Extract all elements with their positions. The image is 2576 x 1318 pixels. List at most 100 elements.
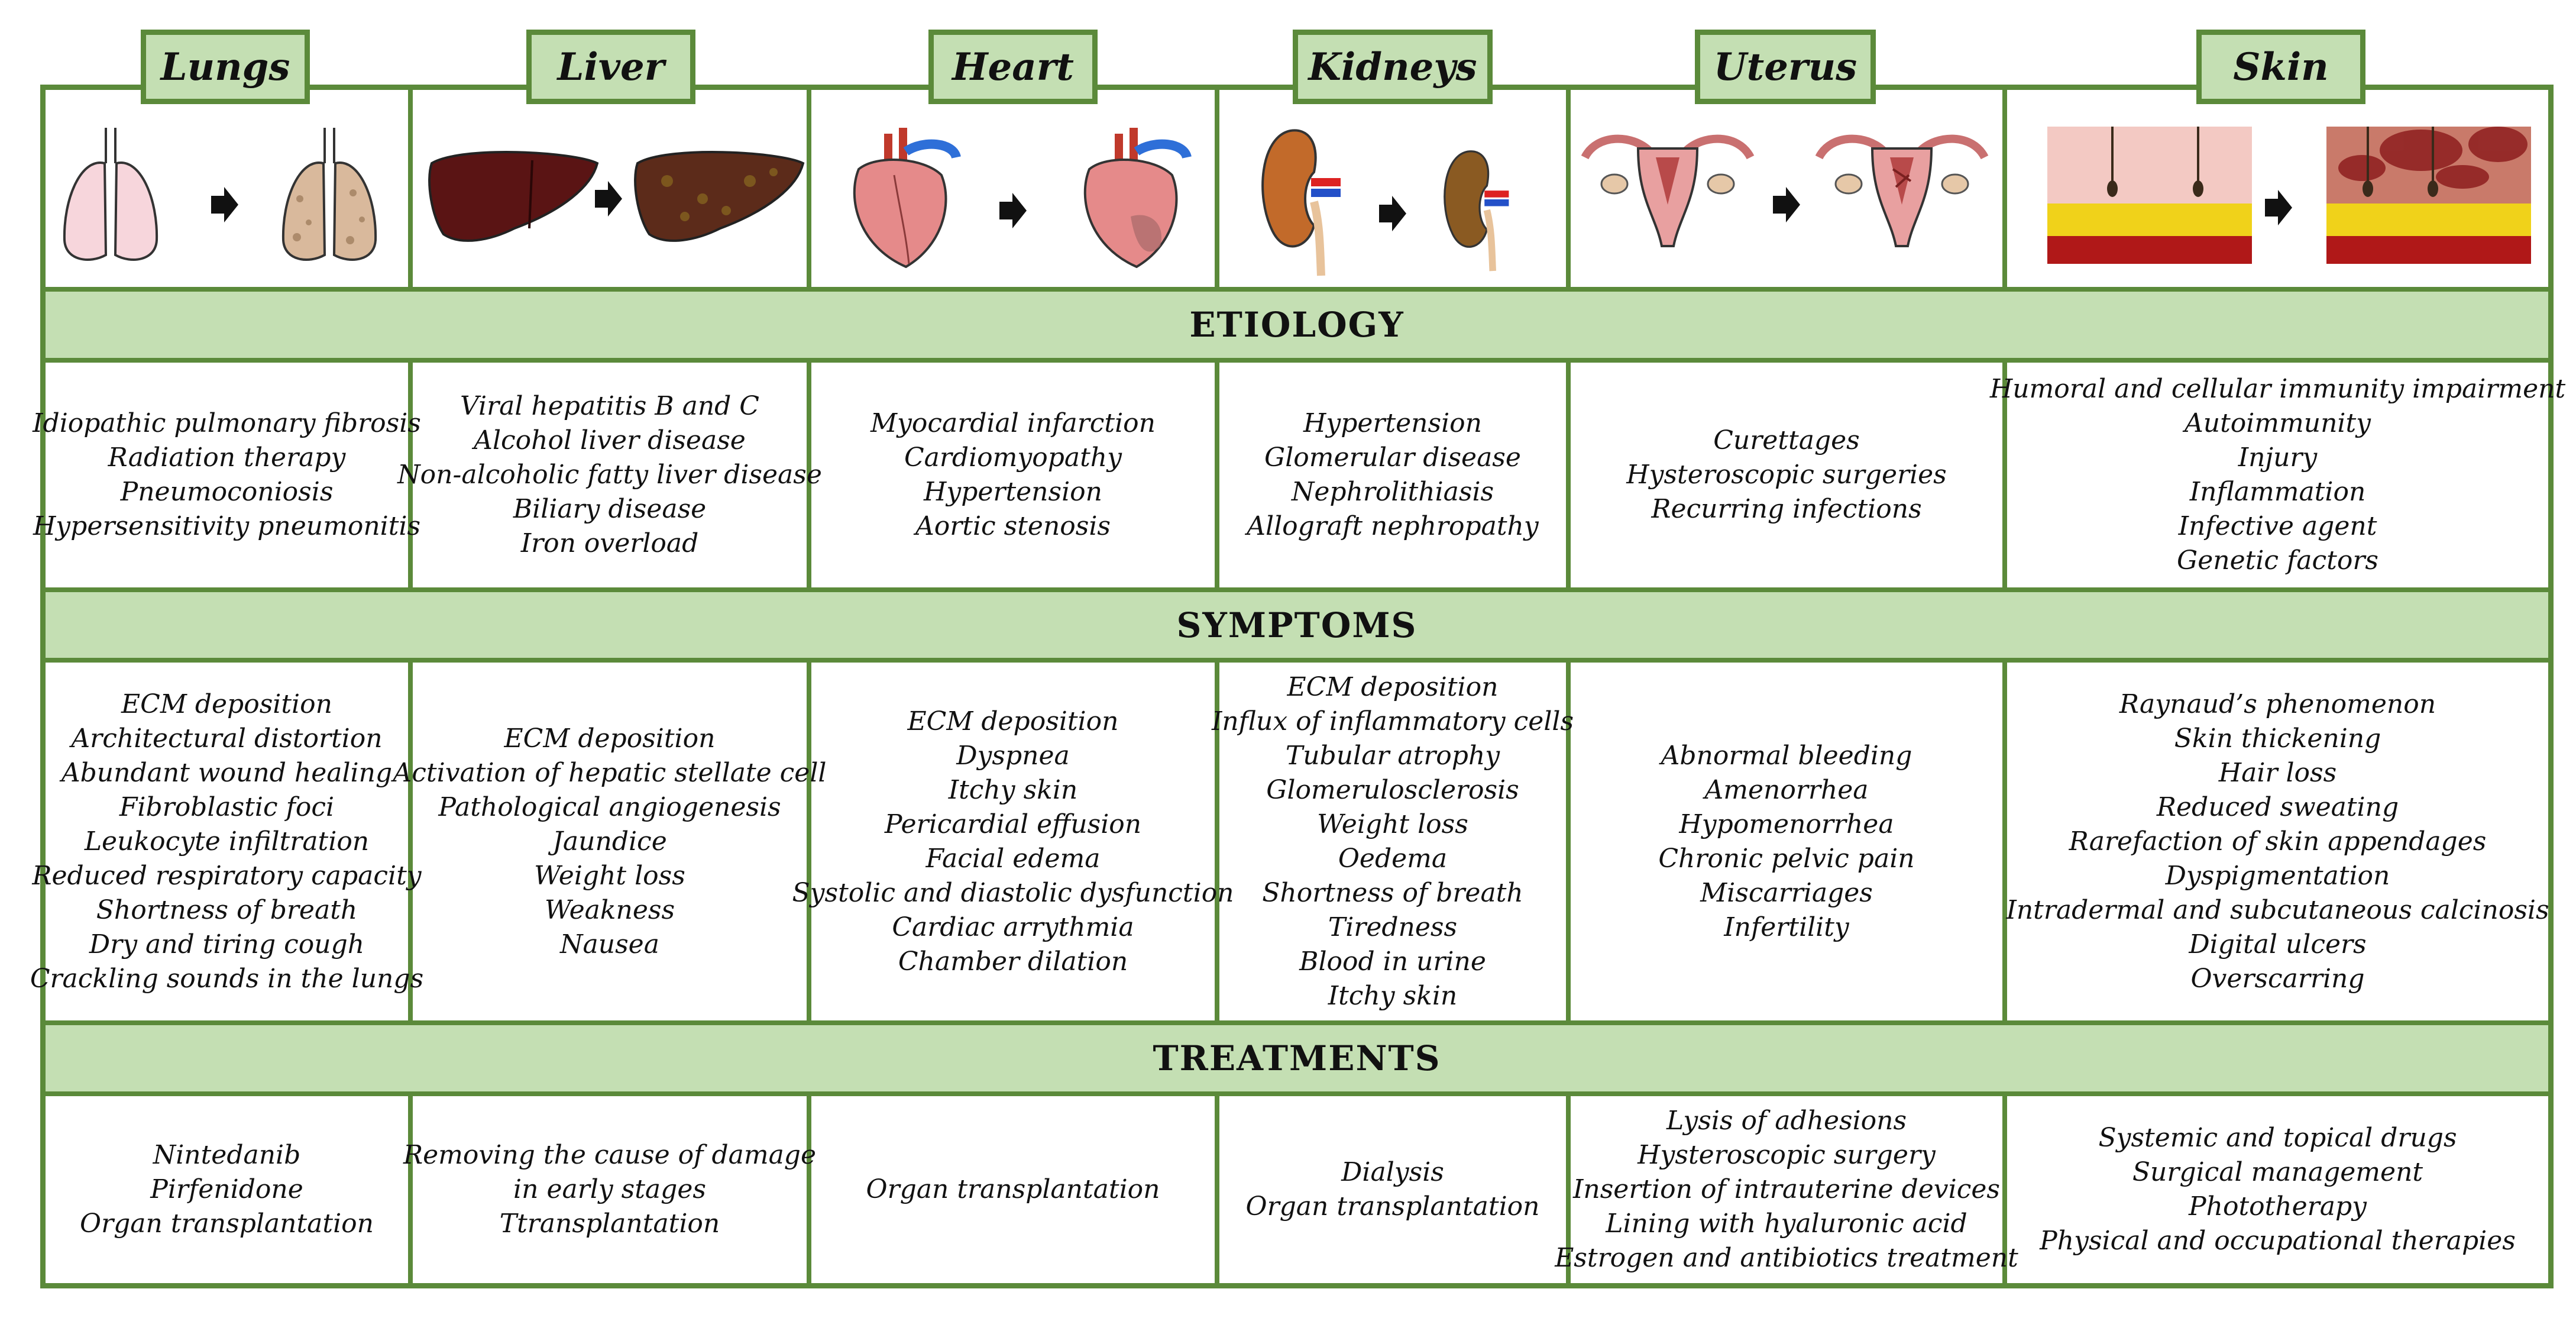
list-item: Crackling sounds in the lungs bbox=[30, 963, 424, 994]
list-item: Skin thickening bbox=[2174, 723, 2381, 754]
uterus-icon bbox=[1815, 134, 1989, 247]
list-item: Insertion of intrauterine devices bbox=[1573, 1174, 2000, 1204]
list-item: Architectural distortion bbox=[71, 723, 383, 754]
arrow-right-icon bbox=[211, 187, 238, 222]
header-uterus: Uterus bbox=[1695, 30, 1876, 104]
list-item: ECM deposition bbox=[504, 723, 716, 754]
column-divider bbox=[1215, 85, 1219, 1288]
list-item: Infertility bbox=[1724, 912, 1849, 942]
list-item: ECM deposition bbox=[121, 689, 332, 719]
header-heart: Heart bbox=[928, 30, 1098, 104]
heart-illustration bbox=[811, 104, 1215, 287]
list-item: Physical and occupational therapies bbox=[2040, 1226, 2516, 1256]
list-item: Nintedanib bbox=[153, 1140, 301, 1170]
list-item: Overscarring bbox=[2190, 963, 2365, 994]
list-item: Systemic and topical drugs bbox=[2098, 1123, 2457, 1153]
row-divider bbox=[40, 358, 2554, 363]
list-item: Infective agent bbox=[2178, 511, 2377, 541]
list-item: Tiredness bbox=[1328, 912, 1458, 942]
list-item: ECM deposition bbox=[1287, 671, 1499, 702]
list-item: Pericardial effusion bbox=[884, 809, 1142, 839]
treatments-liver: Removing the cause of damage in early st… bbox=[403, 1096, 816, 1283]
list-item: Shortness of breath bbox=[1262, 877, 1523, 908]
list-item: Facial edema bbox=[925, 843, 1101, 874]
list-item: Non-alcoholic fatty liver disease bbox=[397, 460, 822, 490]
heart-icon bbox=[1083, 128, 1192, 269]
treatments-kidneys: Dialysis Organ transplantation bbox=[1219, 1096, 1566, 1283]
symptoms-lungs: ECM deposition Architectural distortion … bbox=[30, 663, 423, 1020]
list-item: Tubular atrophy bbox=[1285, 740, 1500, 771]
list-item: in early stages bbox=[513, 1174, 706, 1204]
list-item: Allograft nephropathy bbox=[1247, 511, 1539, 541]
list-item: Itchy skin bbox=[948, 774, 1078, 805]
list-item: Weight loss bbox=[534, 860, 685, 891]
list-item: Cardiomyopathy bbox=[904, 442, 1122, 473]
list-item: Hypertension bbox=[923, 477, 1102, 507]
list-item: Ttransplantation bbox=[499, 1209, 720, 1239]
list-item: Weakness bbox=[544, 894, 675, 925]
list-item: Autoimmunity bbox=[2184, 408, 2371, 438]
row-divider bbox=[40, 1091, 2554, 1096]
header-lungs: Lungs bbox=[141, 30, 310, 104]
list-item: Injury bbox=[2238, 442, 2318, 473]
symptoms-liver: ECM deposition Activation of hepatic ste… bbox=[393, 663, 827, 1020]
list-item: Nephrolithiasis bbox=[1291, 477, 1494, 507]
list-item: Cardiac arrythmia bbox=[892, 912, 1134, 942]
etiology-lungs: Idiopathic pulmonary fibrosis Radiation … bbox=[33, 363, 421, 587]
symptoms-uterus: Abnormal bleeding Amenorrhea Hypomenorrh… bbox=[1571, 663, 2002, 1020]
etiology-skin: Humoral and cellular immunity impairment… bbox=[1990, 363, 2565, 587]
list-item: Rarefaction of skin appendages bbox=[2069, 826, 2487, 857]
list-item: Dialysis bbox=[1341, 1157, 1444, 1187]
column-divider bbox=[807, 85, 811, 1288]
list-item: Myocardial infarction bbox=[870, 408, 1156, 438]
list-item: Organ transplantation bbox=[80, 1209, 374, 1239]
list-item: Iron overload bbox=[520, 528, 699, 558]
list-item: Chronic pelvic pain bbox=[1658, 843, 1915, 874]
list-item: Surgical management bbox=[2132, 1157, 2423, 1187]
list-item: Humoral and cellular immunity impairment bbox=[1989, 374, 2566, 404]
list-item: Phototherapy bbox=[2189, 1191, 2367, 1222]
list-item: Intradermal and subcutaneous calcinosis bbox=[2006, 894, 2549, 925]
list-item: Organ transplantation bbox=[866, 1174, 1160, 1204]
list-item: Raynaud’s phenomenon bbox=[2119, 689, 2436, 719]
list-item: Digital ulcers bbox=[2189, 929, 2367, 960]
etiology-kidneys: Hypertension Glomerular disease Nephroli… bbox=[1219, 363, 1566, 587]
list-item: Radiation therapy bbox=[108, 442, 346, 473]
etiology-uterus: Curettages Hysteroscopic surgeries Recur… bbox=[1571, 363, 2002, 587]
list-item: Nausea bbox=[560, 929, 659, 960]
list-item: Pathological angiogenesis bbox=[438, 792, 781, 822]
kidney-icon bbox=[1444, 150, 1509, 272]
etiology-heart: Myocardial infarction Cardiomyopathy Hyp… bbox=[811, 363, 1215, 587]
list-item: Hypertension bbox=[1303, 408, 1482, 438]
skin-icon bbox=[2047, 127, 2252, 264]
list-item: Glomerular disease bbox=[1264, 442, 1521, 473]
list-item: Oedema bbox=[1338, 843, 1448, 874]
list-item: Dry and tiring cough bbox=[89, 929, 365, 960]
section-treatments: TREATMENTS bbox=[46, 1025, 2548, 1091]
list-item: Activation of hepatic stellate cell bbox=[393, 757, 827, 788]
list-item: Idiopathic pulmonary fibrosis bbox=[33, 408, 421, 438]
list-item: Alcohol liver disease bbox=[474, 425, 746, 456]
column-divider bbox=[408, 85, 413, 1288]
row-divider bbox=[40, 587, 2554, 592]
liver-icon bbox=[634, 151, 805, 242]
header-kidneys: Kidneys bbox=[1293, 30, 1493, 104]
treatments-skin: Systemic and topical drugs Surgical mana… bbox=[2007, 1096, 2548, 1283]
symptoms-skin: Raynaud’s phenomenon Skin thickening Hai… bbox=[2006, 663, 2549, 1020]
treatments-lungs: Nintedanib Pirfenidone Organ transplanta… bbox=[46, 1096, 408, 1283]
list-item: Abundant wound healing bbox=[61, 757, 393, 788]
arrow-right-icon bbox=[999, 193, 1027, 228]
list-item: Hypomenorrhea bbox=[1679, 809, 1894, 839]
list-item: Fibroblastic foci bbox=[119, 792, 335, 822]
list-item: Organ transplantation bbox=[1245, 1191, 1540, 1222]
list-item: Pirfenidone bbox=[150, 1174, 303, 1204]
list-item: Reduced sweating bbox=[2156, 792, 2399, 822]
arrow-right-icon bbox=[1773, 187, 1800, 222]
kidney-icon bbox=[1261, 129, 1341, 276]
arrow-right-icon bbox=[595, 181, 622, 217]
list-item: Hair loss bbox=[2218, 757, 2337, 788]
row-divider bbox=[40, 287, 2554, 292]
row-divider bbox=[40, 1020, 2554, 1025]
list-item: Genetic factors bbox=[2177, 545, 2378, 576]
list-item: Estrogen and antibiotics treatment bbox=[1555, 1243, 2018, 1273]
